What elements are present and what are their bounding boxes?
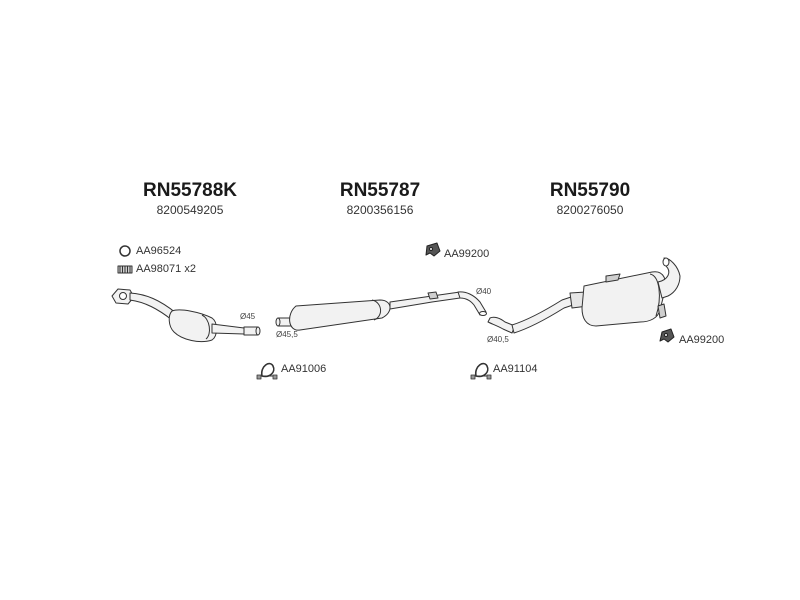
clamp-icon-right bbox=[470, 362, 492, 380]
part-number-middle: 8200356156 bbox=[346, 203, 414, 217]
part-number-rear: 8200276050 bbox=[556, 203, 624, 217]
hanger-icon-rear bbox=[659, 328, 675, 343]
ring-icon bbox=[119, 245, 131, 257]
part-title-front: RN55788K bbox=[143, 180, 237, 201]
ring-label: AA96524 bbox=[136, 245, 182, 257]
spring-icon bbox=[117, 265, 133, 274]
part-number-front: 8200549205 bbox=[156, 203, 224, 217]
front-pipe-catalyst bbox=[111, 288, 261, 343]
clamp-label-left: AA91006 bbox=[281, 363, 327, 375]
part-title-middle: RN55787 bbox=[339, 180, 421, 201]
diameter-label-40: Ø40 bbox=[476, 287, 492, 296]
diameter-label-45-5: Ø45,5 bbox=[276, 330, 298, 339]
clamp-label-right: AA91104 bbox=[493, 363, 538, 375]
middle-silencer bbox=[275, 291, 487, 331]
part-title-rear: RN55790 bbox=[549, 180, 631, 201]
diameter-label-45: Ø45 bbox=[240, 312, 256, 321]
rear-silencer bbox=[487, 257, 681, 334]
hanger-label-middle: AA99200 bbox=[444, 248, 490, 260]
clamp-icon-left bbox=[256, 362, 278, 380]
hanger-icon-middle bbox=[425, 242, 441, 257]
hanger-label-rear: AA99200 bbox=[679, 334, 725, 346]
spring-label: AA98071 x2 bbox=[136, 263, 196, 275]
diameter-label-40-5: Ø40,5 bbox=[487, 335, 509, 344]
